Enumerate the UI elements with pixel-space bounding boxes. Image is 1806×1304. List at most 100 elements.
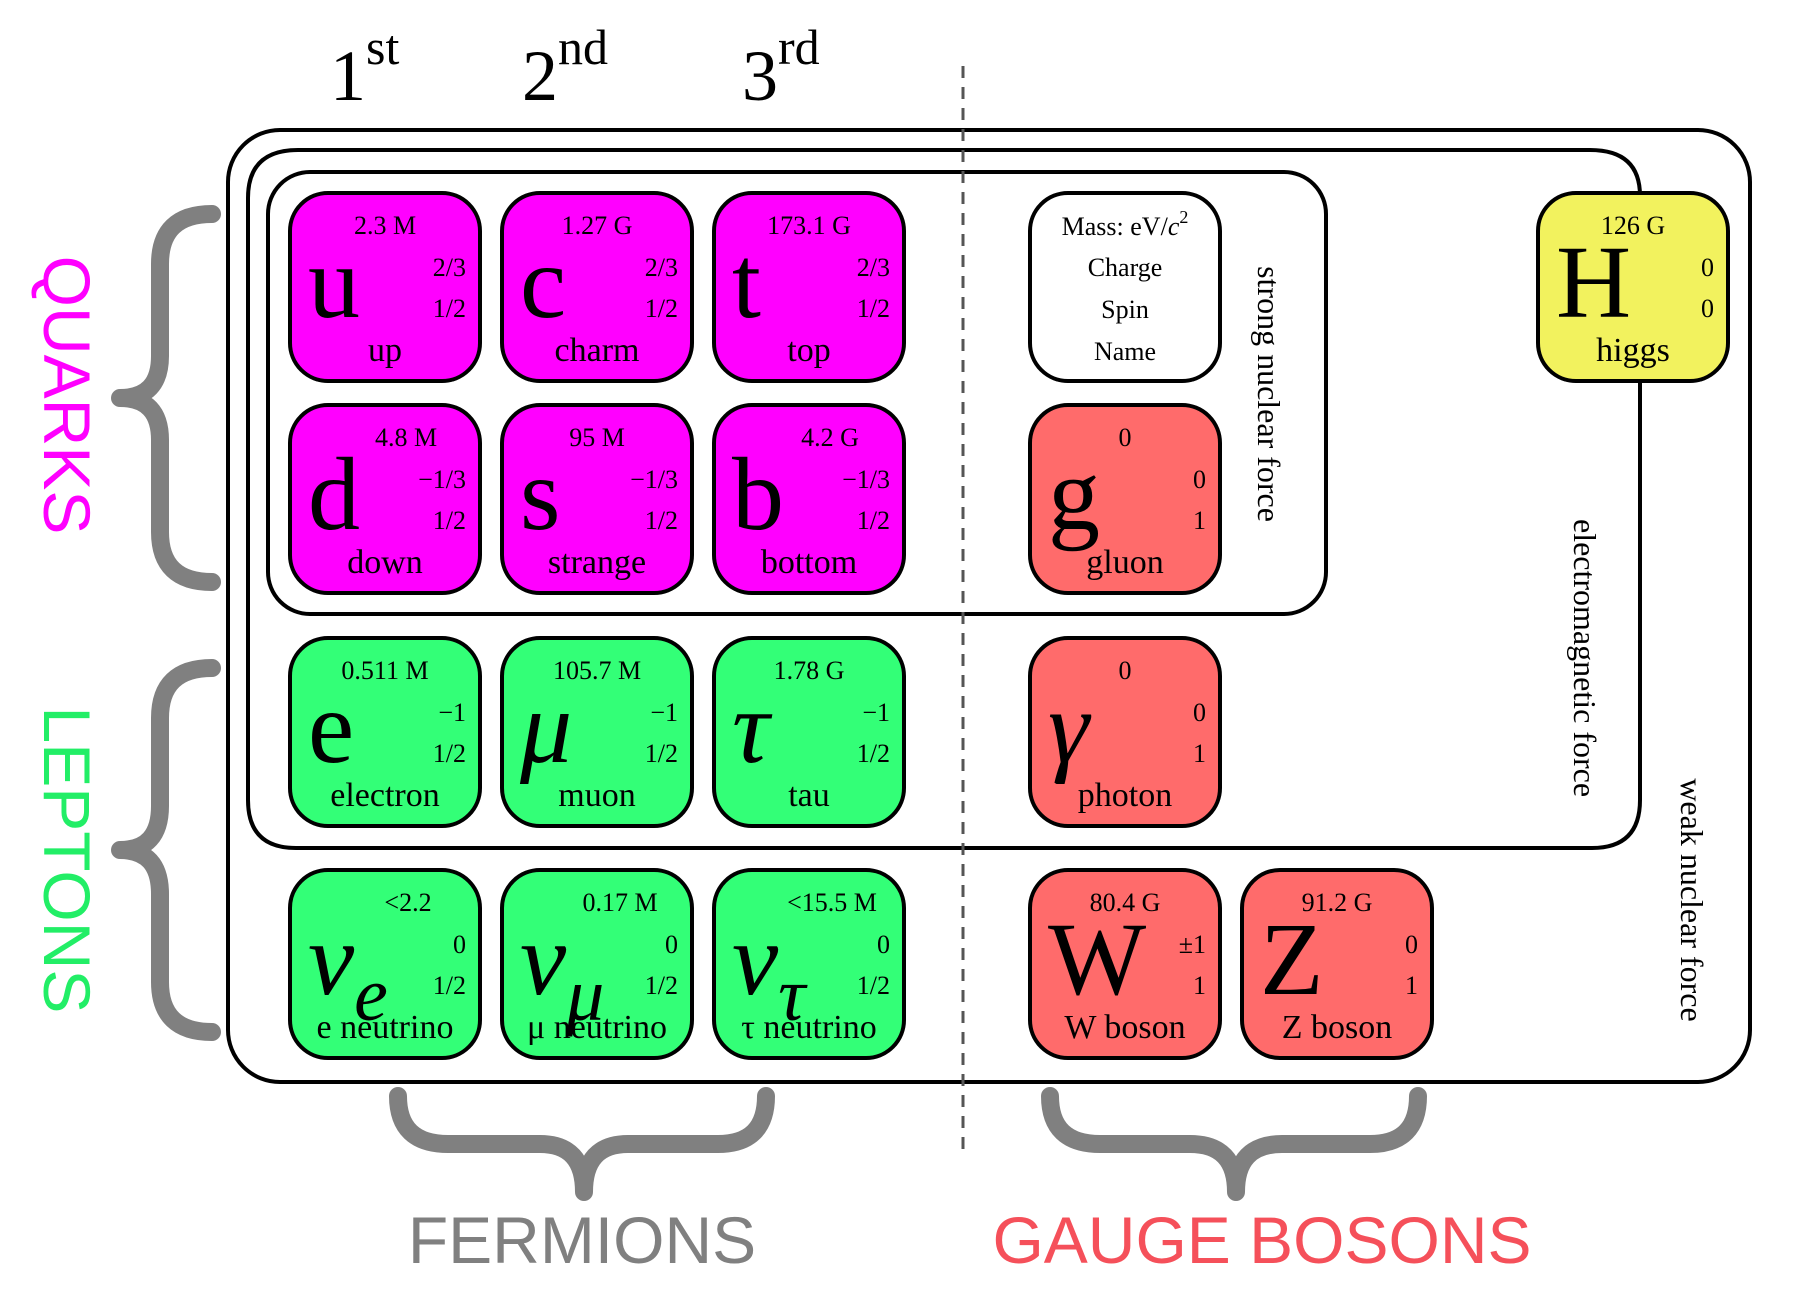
strong-force-boundary	[266, 170, 1328, 616]
legend-spin: Spin	[1101, 295, 1149, 324]
spin-label: 1	[1405, 971, 1418, 1000]
spin-label: 1/2	[857, 971, 890, 1000]
particle-symbol: s	[520, 437, 560, 552]
name-label: strange	[548, 544, 646, 581]
legend-mass: Mass: eV/c2	[1062, 207, 1189, 241]
particle-symbol: γ	[1048, 670, 1092, 785]
spin-label: 1	[1193, 739, 1206, 768]
particle-symbol: W	[1048, 902, 1146, 1017]
particle-card-box	[500, 636, 694, 828]
charge-label: 0	[1405, 930, 1418, 959]
charge-label: −1	[438, 698, 466, 727]
quarks-brace	[111, 205, 221, 591]
charge-label: 2/3	[645, 253, 678, 282]
charge-label: 2/3	[433, 253, 466, 282]
particle-symbol: d	[308, 437, 360, 552]
name-label: muon	[558, 777, 635, 814]
particle-symbol: νe	[308, 902, 388, 1037]
braces	[111, 205, 1427, 1201]
particle-symbol: u	[308, 225, 360, 340]
particle-symbol: g	[1048, 437, 1100, 552]
particle-symbol: ντ	[732, 902, 808, 1037]
name-label: up	[368, 332, 402, 369]
spin-label: 1/2	[645, 971, 678, 1000]
spin-label: 1/2	[645, 506, 678, 535]
particle-card-box	[1028, 868, 1222, 1060]
name-label: τ neutrino	[741, 1009, 876, 1046]
name-label: photon	[1078, 777, 1172, 814]
particle-card-box	[1028, 636, 1222, 828]
fermions-label: FERMIONS	[408, 1203, 756, 1277]
leptons-label: LEPTONS	[30, 707, 104, 1014]
gauge-bosons-brace	[1041, 1087, 1427, 1201]
mass-label: 4.2 G	[801, 423, 859, 452]
particle-symbol: e	[308, 670, 354, 785]
generation-1-header: 1st	[330, 19, 399, 116]
mass-label: 80.4 G	[1090, 888, 1161, 917]
generation-headers: 1st 2nd 3rd	[330, 19, 820, 116]
weak-force-boundary	[226, 128, 1752, 1084]
charge-label: 0	[1701, 253, 1714, 282]
quarks-label: QUARKS	[30, 256, 104, 535]
particle-symbol: νμ	[520, 902, 604, 1037]
name-label: bottom	[761, 544, 857, 581]
fermions-brace	[389, 1087, 775, 1201]
particle-card-box	[288, 636, 482, 828]
spin-label: 1/2	[433, 971, 466, 1000]
charge-label: 2/3	[857, 253, 890, 282]
charge-label: 0	[1193, 465, 1206, 494]
spin-label: 1/2	[857, 506, 890, 535]
particle-symbol: t	[732, 225, 761, 340]
spin-label: 1/2	[433, 294, 466, 323]
legend-card-box	[1028, 191, 1222, 383]
particle-symbol: μ	[519, 670, 572, 785]
spin-label: 1/2	[857, 739, 890, 768]
name-label: μ neutrino	[527, 1009, 667, 1046]
particle-card-box	[712, 191, 906, 383]
mass-label: 0	[1119, 656, 1132, 685]
particle-symbol: τ	[732, 670, 773, 785]
charge-label: 0	[665, 930, 678, 959]
name-label: W boson	[1064, 1009, 1185, 1046]
particle-card-box	[1536, 191, 1730, 383]
charge-label: −1/3	[630, 465, 678, 494]
particle-card-box	[288, 868, 482, 1060]
mass-label: 4.8 M	[375, 423, 437, 452]
particle-symbol: H	[1556, 225, 1631, 340]
particle-card-box	[1028, 403, 1222, 595]
charge-label: 0	[1193, 698, 1206, 727]
generation-2-header: 2nd	[522, 19, 608, 116]
charge-label: −1	[862, 698, 890, 727]
name-label: charm	[555, 332, 640, 369]
generation-3-header: 3rd	[742, 19, 820, 116]
name-label: e neutrino	[317, 1009, 454, 1046]
particle-card-box	[500, 191, 694, 383]
spin-label: 1/2	[433, 739, 466, 768]
name-label: electron	[330, 777, 440, 814]
name-label: Z boson	[1282, 1009, 1393, 1046]
electromagnetic-force-boundary	[246, 148, 1642, 850]
mass-label: 1.78 G	[774, 656, 845, 685]
mass-label: <2.2	[384, 888, 431, 917]
spin-label: 1/2	[857, 294, 890, 323]
particle-card-box	[500, 403, 694, 595]
particle-symbol: b	[732, 437, 784, 552]
spin-label: 1	[1193, 971, 1206, 1000]
particle-symbol: Z	[1260, 902, 1324, 1017]
spin-label: 1/2	[645, 294, 678, 323]
spin-label: 1/2	[645, 739, 678, 768]
